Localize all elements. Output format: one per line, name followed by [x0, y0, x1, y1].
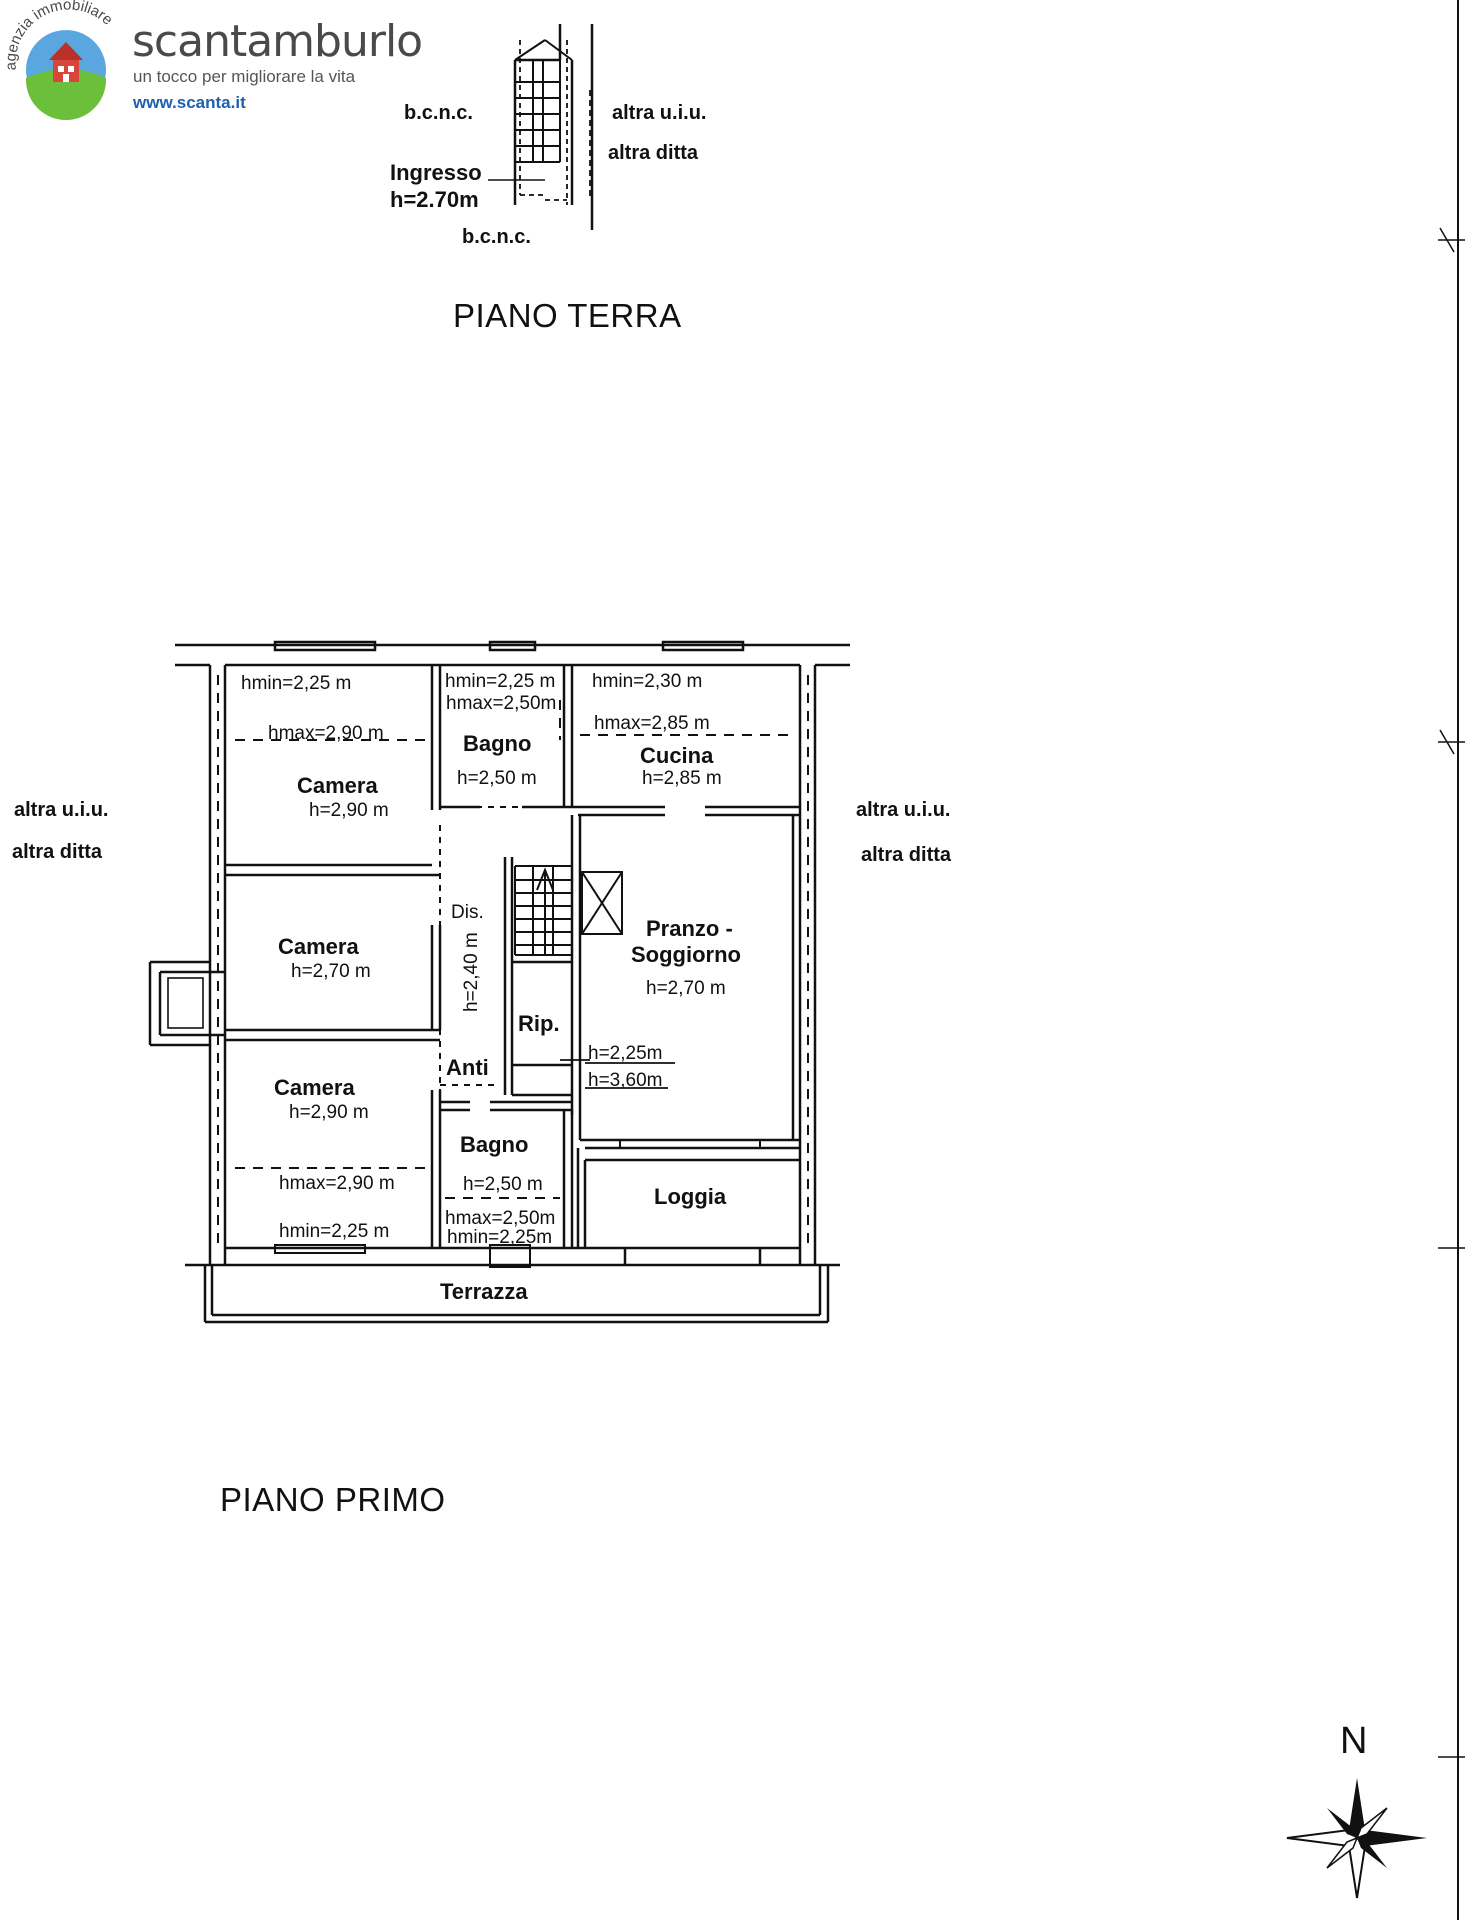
bagno-bottom-hmax: hmax=2,50m	[445, 1208, 556, 1229]
bagno-top-name: Bagno	[463, 731, 532, 756]
camera-mid-name: Camera	[278, 934, 359, 959]
bcnc-bottom-label: b.c.n.c.	[462, 226, 531, 248]
logo-emblem-icon: agenzia immobiliare	[2, 0, 116, 120]
bagno-top-hmax: hmax=2,50m	[446, 693, 557, 714]
first-floor-dashed-lines	[217, 675, 809, 1250]
camera-top-name: Camera	[297, 773, 378, 798]
annotation-lines	[560, 1059, 675, 1089]
dis-height: h=2,40 m	[461, 932, 482, 1012]
right-other-owner-label: altra ditta	[861, 844, 952, 866]
camera-top-height: h=2,90 m	[309, 800, 389, 821]
camera-top-hmax: hmax=2,90 m	[268, 723, 384, 744]
other-unit-label: altra u.i.u.	[612, 102, 707, 124]
camera-bottom-hmax: hmax=2,90 m	[279, 1173, 395, 1194]
entrance-height-label: h=2.70m	[390, 187, 479, 212]
bagno-bottom-height: h=2,50 m	[463, 1174, 543, 1195]
left-other-owner-label: altra ditta	[12, 841, 103, 863]
camera-bottom-height: h=2,90 m	[289, 1102, 369, 1123]
camera-bottom-name: Camera	[274, 1075, 355, 1100]
rip-height-2: h=3,60m	[588, 1070, 663, 1091]
bagno-bottom-name: Bagno	[460, 1132, 529, 1157]
soggiorno-name: Soggiorno	[631, 942, 741, 967]
pranzo-name: Pranzo -	[646, 916, 733, 941]
sheet-border	[1438, 0, 1465, 1920]
bagno-bottom-hmin: hmin=2,25m	[447, 1227, 553, 1248]
ground-floor-stair	[488, 24, 594, 230]
entrance-label: Ingresso	[390, 160, 482, 185]
compass-north-label: N	[1340, 1720, 1368, 1762]
compass-rose-icon	[1286, 1778, 1427, 1899]
camera-bottom-hmin: hmin=2,25 m	[279, 1221, 390, 1242]
bcnc-top-label: b.c.n.c.	[404, 102, 473, 124]
right-other-unit-label: altra u.i.u.	[856, 799, 951, 821]
cucina-height: h=2,85 m	[642, 768, 722, 789]
camera-mid-height: h=2,70 m	[291, 961, 371, 982]
cucina-hmin: hmin=2,30 m	[592, 671, 703, 692]
cucina-name: Cucina	[640, 743, 714, 768]
pranzo-height: h=2,70 m	[646, 978, 726, 999]
cucina-hmax: hmax=2,85 m	[594, 713, 710, 734]
dis-name: Dis.	[451, 902, 484, 923]
brand-url[interactable]: www.scanta.it	[133, 93, 246, 112]
camera-top-hmin: hmin=2,25 m	[241, 673, 352, 694]
brand-name: scantamburlo	[132, 16, 423, 67]
first-floor-walls	[148, 640, 850, 1324]
rip-name: Rip.	[518, 1011, 560, 1036]
first-floor-title: PIANO PRIMO	[220, 1481, 446, 1518]
terrazza-name: Terrazza	[440, 1279, 528, 1304]
bagno-top-height: h=2,50 m	[457, 768, 537, 789]
anti-name: Anti	[446, 1055, 489, 1080]
other-owner-label: altra ditta	[608, 142, 699, 164]
bagno-top-hmin: hmin=2,25 m	[445, 671, 556, 692]
loggia-name: Loggia	[654, 1184, 727, 1209]
brand-tagline: un tocco per migliorare la vita	[133, 67, 356, 86]
ground-floor-title: PIANO TERRA	[453, 297, 682, 334]
rip-height-1: h=2,25m	[588, 1043, 663, 1064]
left-other-unit-label: altra u.i.u.	[14, 799, 109, 821]
